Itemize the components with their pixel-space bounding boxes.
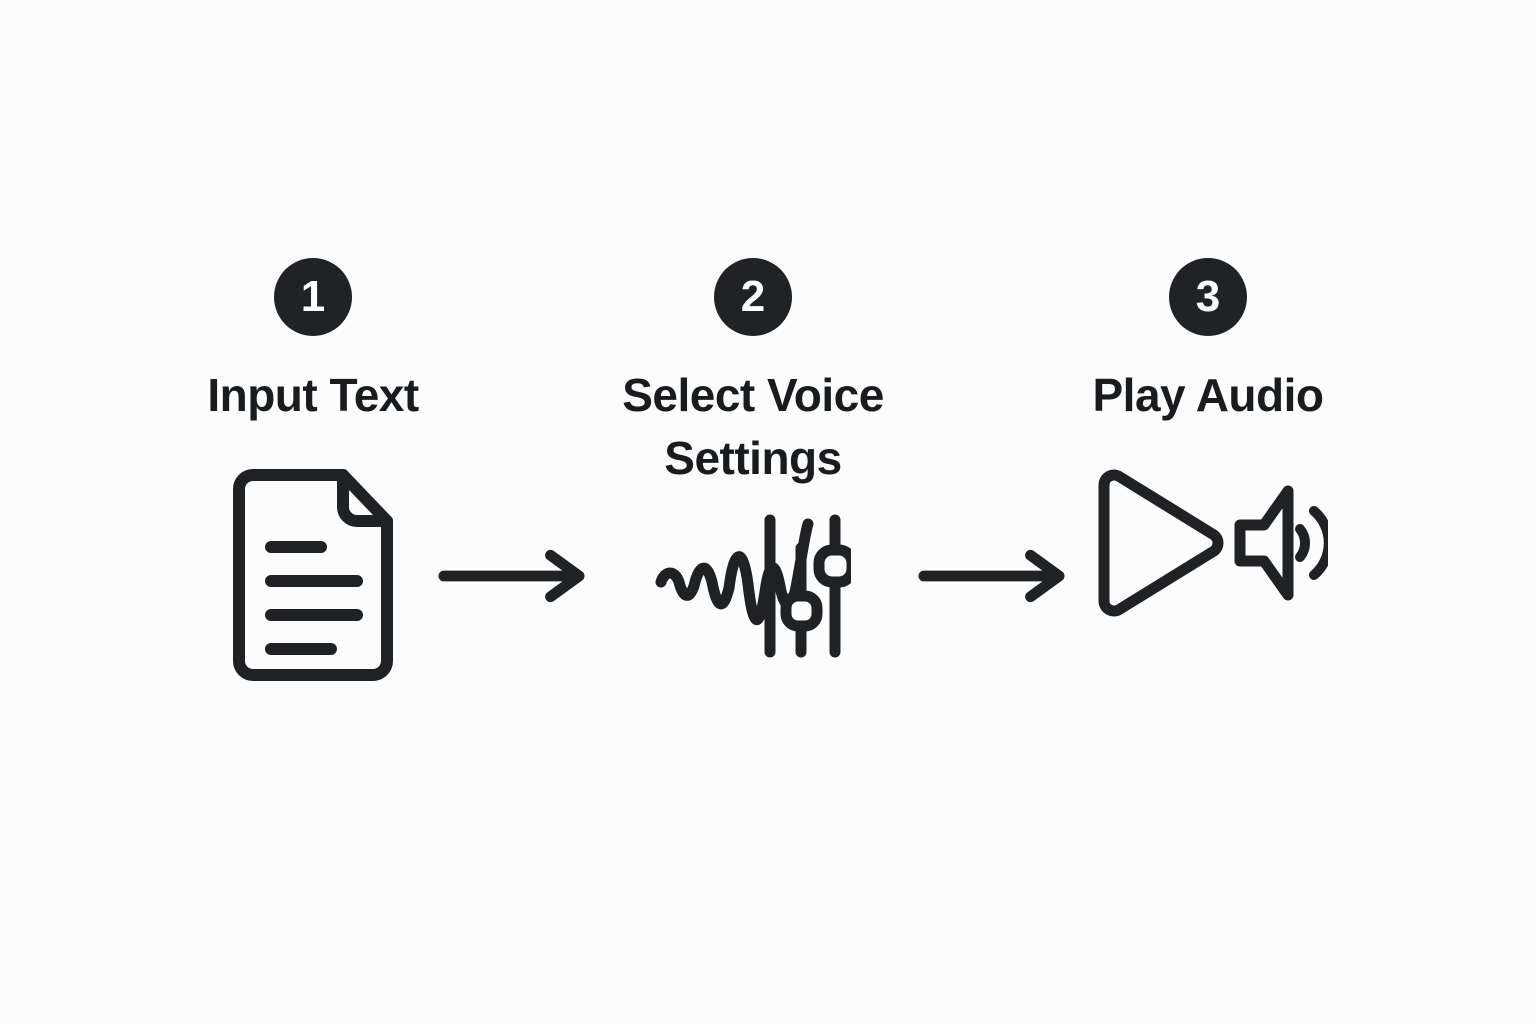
arrow-right-icon-2 [918,548,1068,604]
step-number-badge-2: 2 [714,258,792,336]
step-title-3: Play Audio [1092,369,1325,421]
step-title-2: Select Voice Settings [622,369,884,484]
process-flow: 1 Input Text [188,258,1348,681]
step-number-label-2: 2 [740,272,766,321]
play-speaker-icon [1088,467,1328,619]
process-step-1[interactable]: 1 Input Text [188,258,438,681]
arrow-right-icon-1 [438,548,588,604]
step-number-badge-1: 1 [274,258,352,336]
waveform-sliders-icon [655,512,851,658]
step-title-1: Input Text [207,369,419,421]
process-step-3[interactable]: 3 Play Audio [1068,258,1348,619]
process-step-2[interactable]: 2 Select Voice Settings [588,258,918,658]
step-number-label-3: 3 [1195,272,1221,321]
document-lines-icon [225,469,401,681]
step-number-badge-3: 3 [1169,258,1247,336]
step-number-label-1: 1 [300,272,326,321]
